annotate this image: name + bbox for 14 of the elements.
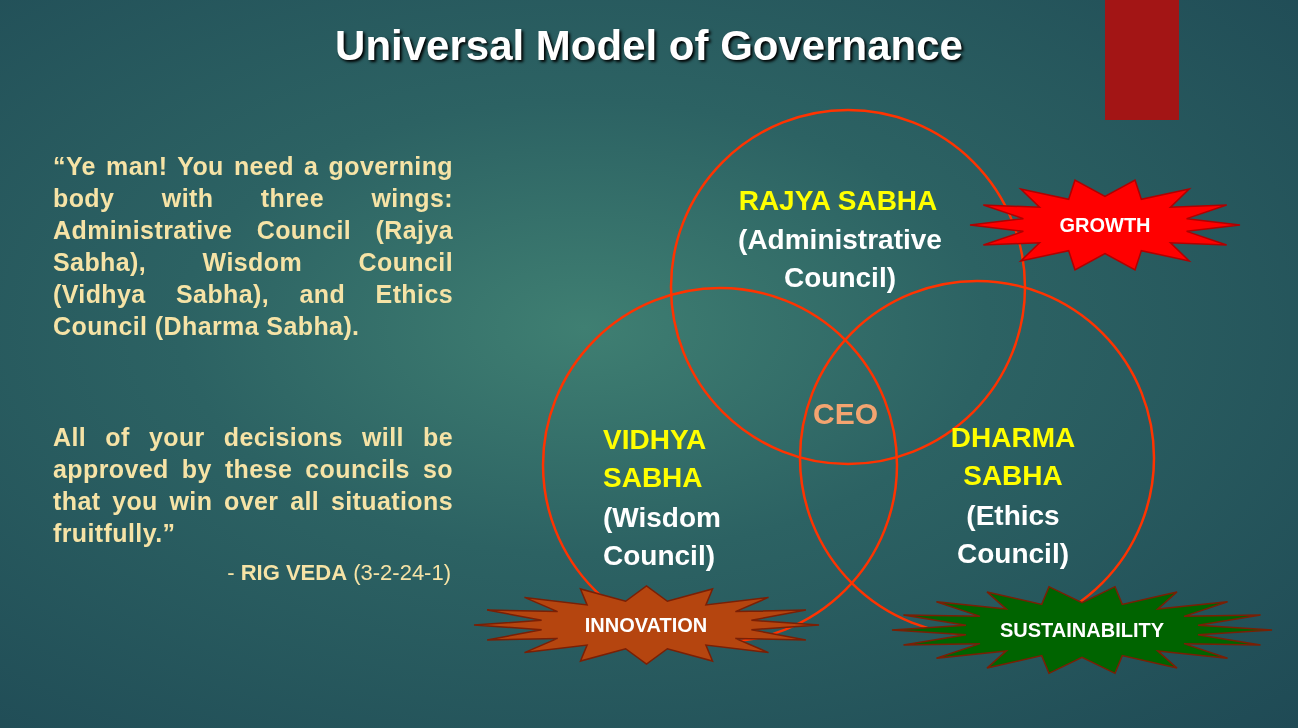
council-description: (Ethics Council) (956, 499, 1070, 571)
council-name: DHARMA SABHA (949, 421, 1077, 493)
citation: - RIG VEDA (3-2-24-1) (226, 560, 451, 586)
council-name: RAJYA SABHA (737, 184, 939, 218)
quote-text: All of your decisions will be approved by these councils so that you win over all situations fruitfully.” (53, 422, 453, 549)
starburst-label: GROWTH (1059, 213, 1151, 237)
council-description: (Administrative Council) (737, 223, 943, 295)
center-label: CEO (813, 397, 878, 431)
council-name: VIDHYA SABHA (603, 423, 707, 495)
title: Universal Model of Governance (334, 22, 964, 70)
council-description: (Wisdom Council) (603, 501, 722, 573)
starburst-label: SUSTAINABILITY (999, 618, 1165, 642)
starburst-label: INNOVATION (584, 613, 708, 637)
quote-text: “Ye man! You need a governing body with three wings: Administrative Council (Rajya Sabha), Wisdom Council (Vidhya Sabha), and Ethics Council (Dharma Sabha). (53, 151, 453, 342)
